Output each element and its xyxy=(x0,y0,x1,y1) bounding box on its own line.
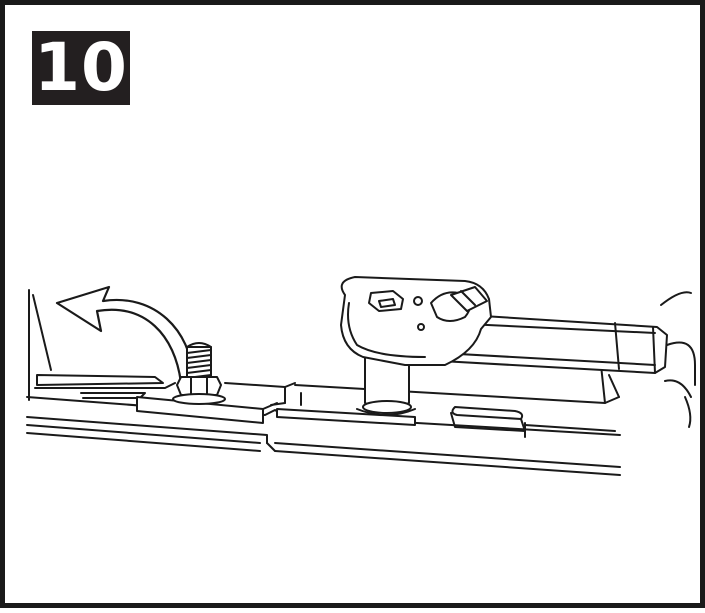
nut-icon xyxy=(172,376,226,405)
ratchet-wrench-icon xyxy=(340,276,668,374)
socket-icon xyxy=(356,356,416,416)
bolt-icon xyxy=(186,342,212,382)
base-rail xyxy=(26,364,621,476)
left-panel-edge xyxy=(28,289,52,401)
assembly-illustration xyxy=(26,276,696,476)
curved-arrow-icon xyxy=(55,285,195,385)
step-number: 10 xyxy=(34,29,128,106)
step-badge: 10 xyxy=(32,31,130,105)
hand-icon xyxy=(660,291,696,428)
